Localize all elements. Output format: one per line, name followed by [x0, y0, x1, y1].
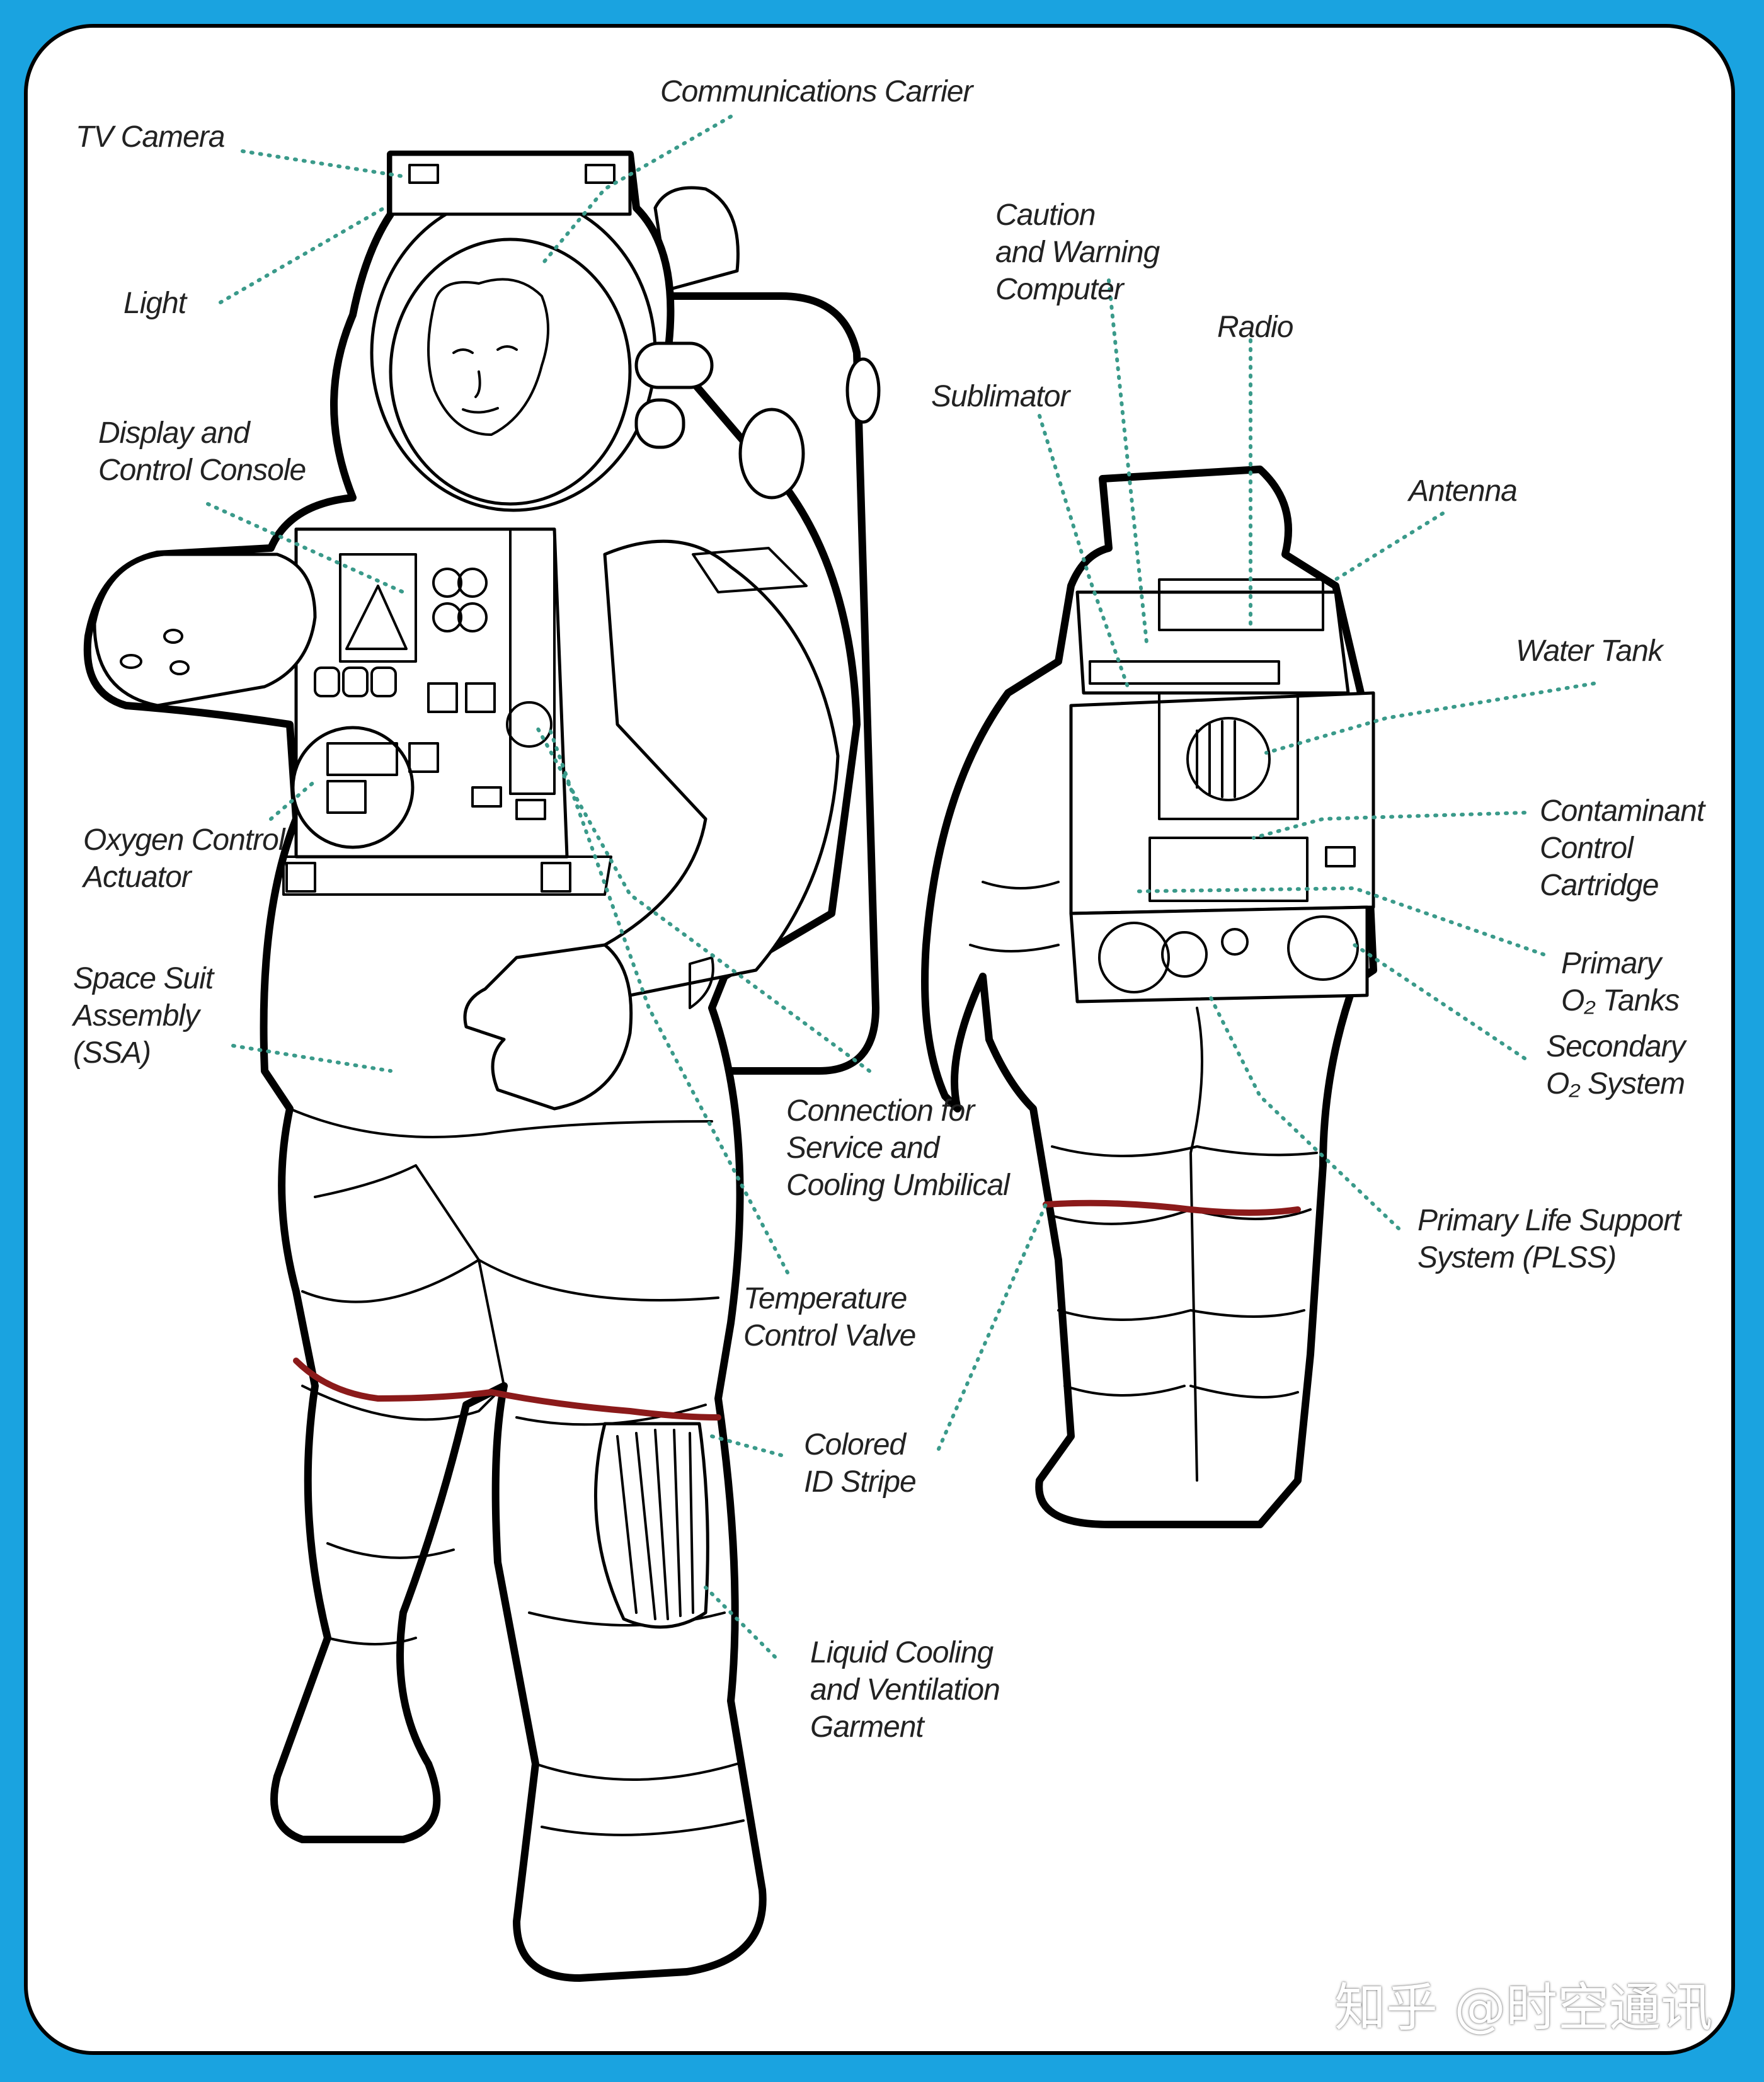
front-left-arm — [93, 552, 317, 707]
front-right-hand — [463, 943, 633, 1111]
front-waist-ring — [282, 855, 612, 896]
label-radio: Radio — [1217, 311, 1293, 344]
label-colored-id-stripe: Colored ID Stripe — [804, 1428, 917, 1499]
tv-camera-part — [408, 164, 439, 184]
oxygen-control-actuator — [291, 726, 415, 849]
back-legs-detail — [969, 881, 1318, 1482]
label-water-tank: Water Tank — [1516, 634, 1663, 668]
front-id-stripe-left — [293, 1358, 495, 1402]
contaminant-cartridge-part — [1148, 837, 1309, 902]
front-astronaut — [83, 151, 881, 1982]
label-tv-camera: TV Camera — [76, 120, 225, 154]
label-communications-carrier: Communications Carrier — [660, 75, 973, 108]
label-secondary-o2-system: Secondary O₂ System — [1546, 1030, 1685, 1101]
front-visor — [389, 237, 632, 506]
front-helmet-lights — [389, 152, 632, 216]
label-light: Light — [123, 287, 186, 320]
back-id-stripe — [1043, 1199, 1301, 1216]
back-plss-top — [1075, 590, 1350, 695]
leader-lines — [206, 115, 1596, 1659]
watermark: 知乎 @时空通讯 — [1334, 1978, 1713, 2038]
front-id-stripe-right — [488, 1389, 721, 1421]
front-backpack-knob — [738, 408, 805, 500]
front-backpack-top — [653, 186, 740, 292]
front-backpack-lens — [845, 357, 881, 424]
label-liquid-cooling-garment: Liquid Cooling and Ventilation Garment — [810, 1636, 1000, 1744]
label-temperature-control-valve: Temperature Control Valve — [743, 1282, 916, 1353]
label-space-suit-assembly: Space Suit Assembly (SSA) — [73, 962, 214, 1070]
label-contaminant-control-cartridge: Contaminant Control Cartridge — [1540, 794, 1705, 902]
label-oxygen-control-actuator: Oxygen Control Actuator — [83, 823, 285, 894]
front-right-arm — [603, 539, 840, 997]
water-tank-part — [1186, 717, 1271, 801]
light-part — [585, 164, 616, 184]
label-primary-o2-tanks: Primary O₂ Tanks — [1561, 947, 1680, 1017]
label-connection-umbilical: Connection for Service and Cooling Umbil… — [786, 1094, 1010, 1202]
back-astronaut — [921, 466, 1377, 1528]
label-caution-warning-computer: Caution and Warning Computer — [995, 198, 1160, 306]
label-display-control-console: Display and Control Console — [98, 416, 306, 487]
front-knob-1 — [634, 341, 714, 389]
label-plss: Primary Life Support System (PLSS) — [1418, 1204, 1681, 1274]
front-face — [427, 278, 549, 436]
front-knob-2 — [634, 398, 685, 449]
label-sublimator: Sublimator — [931, 380, 1070, 413]
label-antenna: Antenna — [1409, 474, 1518, 508]
